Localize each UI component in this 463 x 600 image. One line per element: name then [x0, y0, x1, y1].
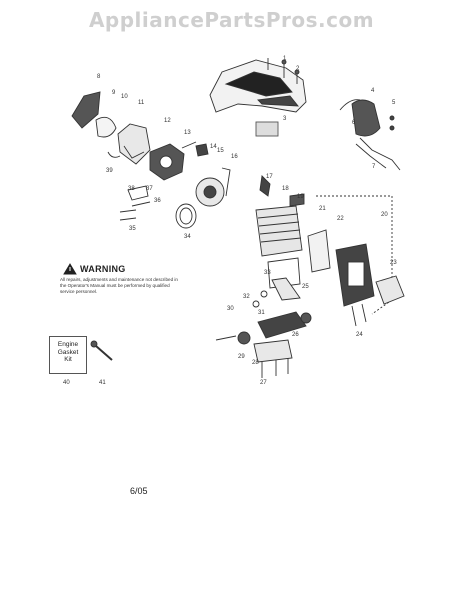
callout-33: 33 [264, 270, 271, 276]
callout-3: 3 [283, 116, 287, 122]
callout-10: 10 [121, 94, 128, 100]
callout-2: 2 [296, 66, 300, 72]
ignition-module [339, 99, 401, 171]
callout-18: 18 [282, 186, 289, 192]
callout-20: 20 [381, 212, 388, 218]
callout-17: 17 [266, 174, 273, 180]
callout-7: 7 [372, 164, 376, 170]
callout-28: 28 [252, 360, 259, 366]
warning-header: WARNING [60, 264, 180, 274]
callout-8: 8 [97, 74, 101, 80]
callout-21: 21 [319, 206, 326, 212]
crankcase-assembly [253, 339, 293, 378]
callout-31: 31 [258, 310, 265, 316]
callout-35: 35 [129, 226, 136, 232]
cylinder-assembly [255, 175, 305, 257]
site-watermark: AppliancePartsPros.com [88, 8, 375, 32]
callout-29: 29 [238, 354, 245, 360]
callout-26: 26 [292, 332, 299, 338]
callout-19: 19 [297, 194, 304, 200]
kit-label-line2: Gasket [57, 348, 79, 356]
cover-screws [267, 58, 300, 84]
callout-15: 15 [217, 148, 224, 154]
warning-triangle-icon [63, 263, 77, 275]
warning-title: WARNING [80, 264, 126, 274]
callout-36: 36 [154, 198, 161, 204]
callout-34: 34 [184, 234, 191, 240]
callout-37: 37 [146, 186, 153, 192]
starter-assembly [119, 177, 225, 229]
revision-date: 6/05 [130, 486, 148, 496]
callout-39: 39 [106, 168, 113, 174]
callout-41: 41 [99, 380, 106, 386]
callout-40: 40 [63, 380, 70, 386]
top-cover [209, 59, 307, 137]
muffler-assembly [307, 195, 405, 327]
callout-6: 6 [352, 120, 356, 126]
callout-25: 25 [302, 284, 309, 290]
callout-23: 23 [390, 260, 397, 266]
crankshaft-assembly [215, 311, 312, 345]
callout-9: 9 [112, 90, 116, 96]
kit-label-line3: Kit [64, 356, 72, 363]
callout-1: 1 [283, 56, 287, 62]
callout-24: 24 [356, 332, 363, 338]
front-handle-assembly [71, 91, 151, 165]
callout-12: 12 [164, 118, 171, 124]
callout-13: 13 [184, 130, 191, 136]
kit-label-line1: Engine [57, 341, 79, 348]
tool-41 [90, 340, 113, 361]
carburetor-assembly [149, 141, 231, 197]
callout-27: 27 [260, 380, 267, 386]
callout-4: 4 [371, 88, 375, 94]
callout-30: 30 [227, 306, 234, 312]
warning-notice: WARNING All repairs, adjustments and mai… [60, 264, 180, 295]
callout-14: 14 [210, 144, 217, 150]
warning-text: All repairs, adjustments and maintenance… [60, 277, 178, 294]
callout-5: 5 [392, 100, 396, 106]
callout-22: 22 [337, 216, 344, 222]
callout-32: 32 [243, 294, 250, 300]
engine-gasket-kit-box: Engine Gasket Kit [49, 336, 87, 374]
callout-16: 16 [231, 154, 238, 160]
callout-11: 11 [138, 100, 145, 106]
piston-assembly [252, 257, 301, 308]
callout-38: 38 [128, 186, 135, 192]
